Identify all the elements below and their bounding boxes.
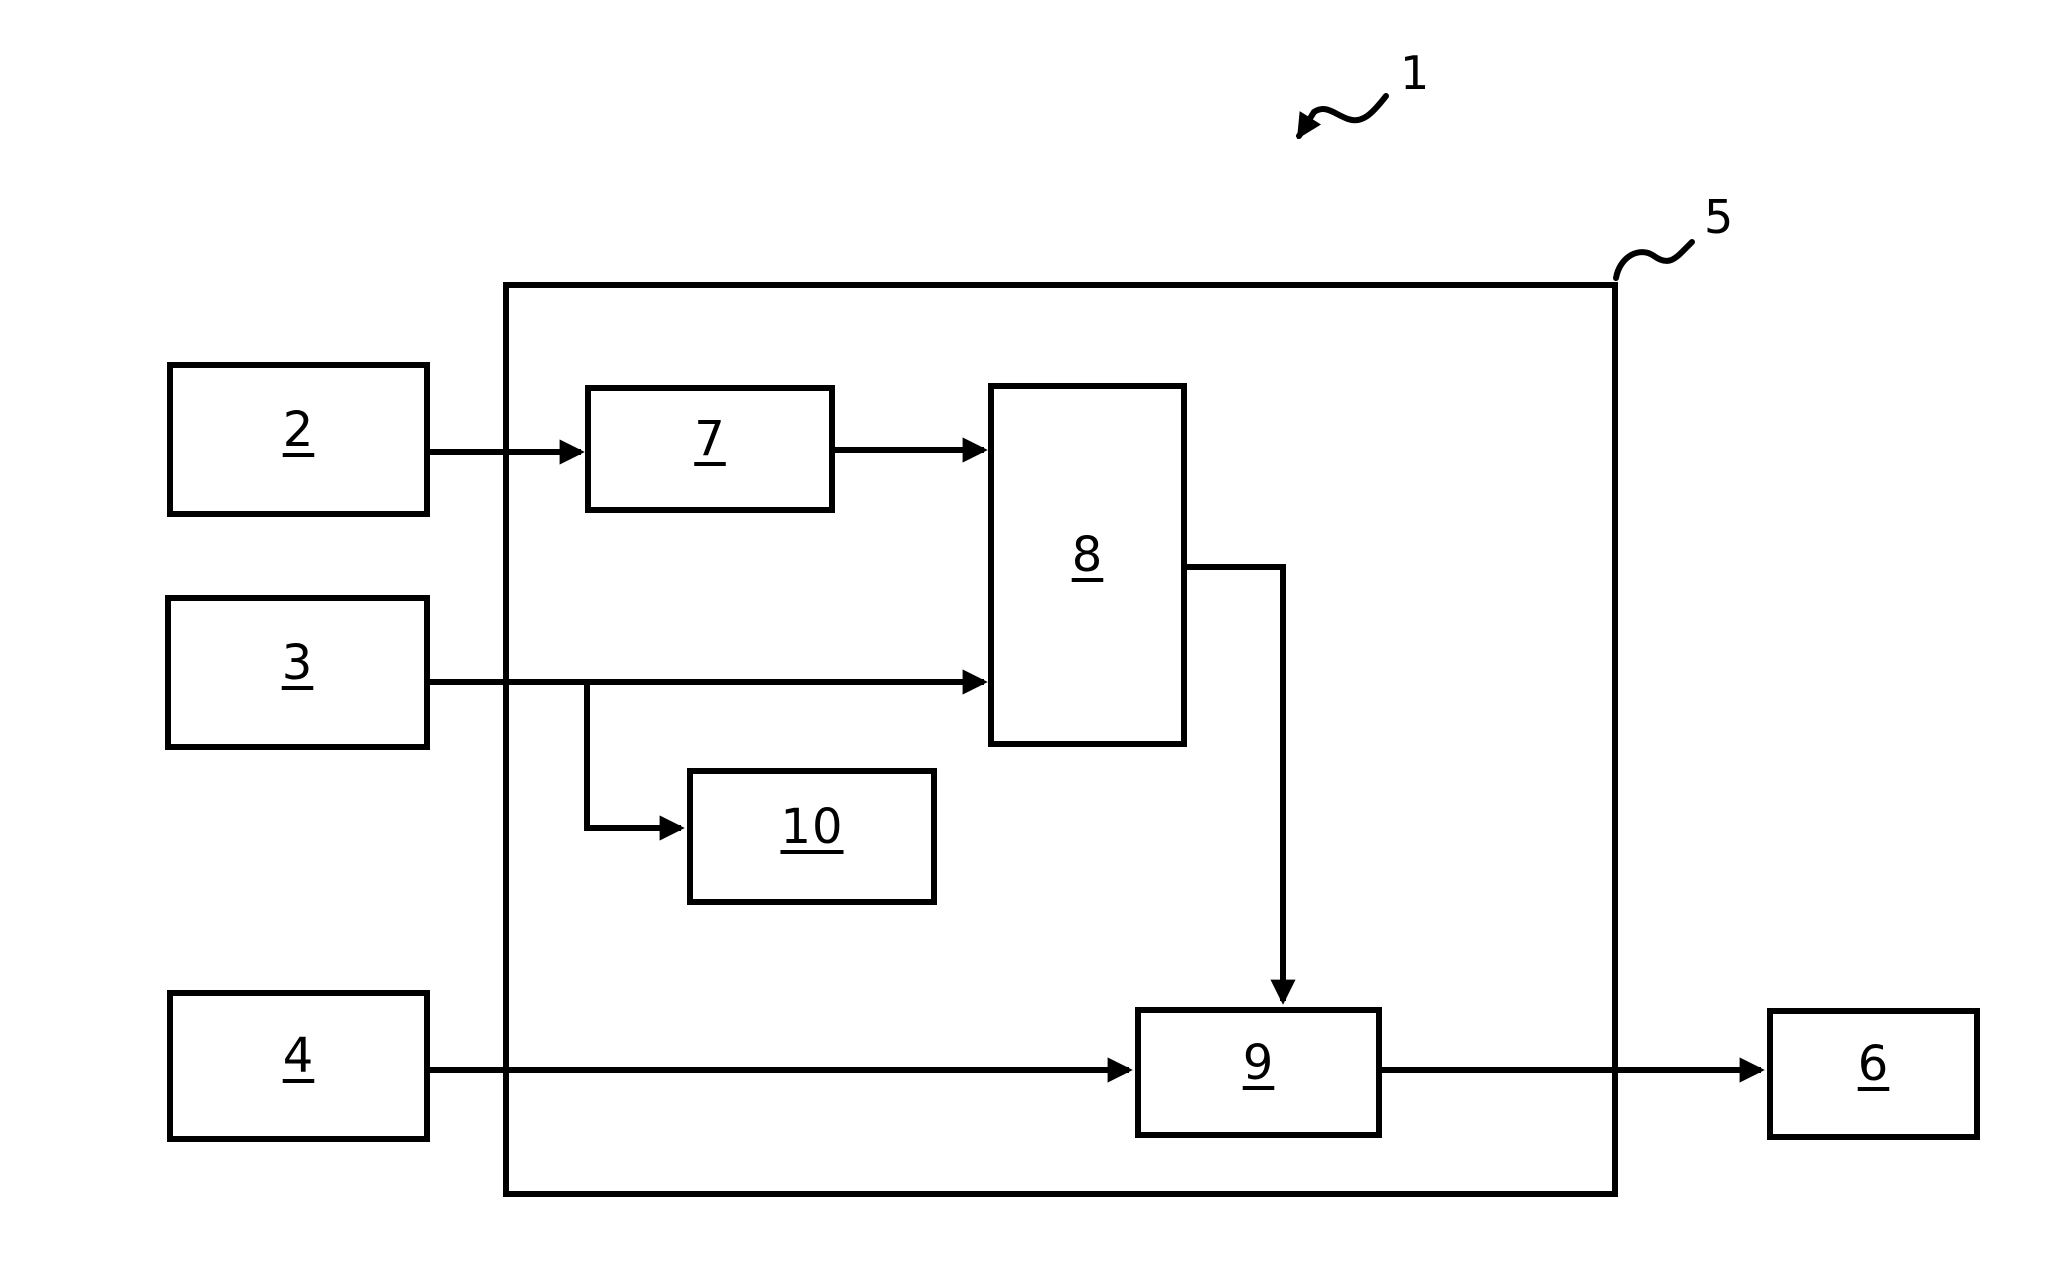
box-6: 6	[1767, 1008, 1980, 1140]
box-4: 4	[167, 990, 430, 1142]
squiggle-ref-5	[1613, 239, 1695, 281]
box-9: 9	[1135, 1007, 1382, 1138]
box-4-label: 4	[282, 1028, 315, 1084]
box-2-label: 2	[282, 401, 315, 458]
box-7: 7	[585, 385, 835, 513]
box-6-label: 6	[1857, 1036, 1890, 1092]
box-3: 3	[165, 595, 430, 750]
box-2: 2	[167, 362, 430, 517]
figure-reference-label-1: 1	[1400, 46, 1430, 100]
box-10: 10	[687, 768, 937, 905]
box-8-label: 8	[1071, 527, 1104, 583]
box-8: 8	[988, 383, 1187, 747]
box-7-label: 7	[694, 411, 726, 467]
box-10-label: 10	[780, 798, 844, 855]
box-3-label: 3	[281, 634, 314, 691]
container-reference-label-5: 5	[1704, 190, 1734, 244]
box-9-label: 9	[1242, 1034, 1275, 1091]
container-box-5	[503, 282, 1618, 1197]
squiggle-arrow-ref-1	[1296, 93, 1389, 140]
